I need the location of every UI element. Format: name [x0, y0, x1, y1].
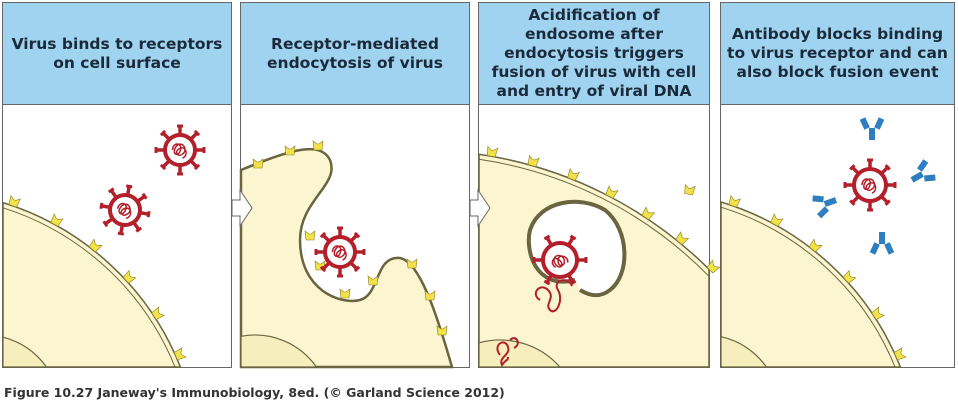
receptor-icon — [312, 140, 324, 151]
virus-icon — [843, 158, 897, 212]
antibody-icon — [812, 195, 838, 219]
receptor-icon — [424, 290, 436, 301]
viral-dna — [534, 279, 573, 313]
panel-4-title: Antibody blocks binding to virus recepto… — [721, 3, 954, 105]
receptor-icon — [8, 194, 21, 208]
virus-icon — [532, 234, 588, 286]
nucleus — [478, 339, 562, 368]
panel-1: Virus binds to receptors on cell surface — [2, 2, 232, 368]
viral-dna — [496, 337, 519, 367]
cell — [720, 200, 902, 368]
receptor-icon — [871, 306, 885, 320]
panel-1-drawing — [2, 124, 206, 368]
antibody-icon — [869, 232, 895, 255]
receptor-icon — [367, 275, 379, 286]
arrow-icon — [231, 188, 253, 228]
receptor-icon — [304, 230, 316, 241]
title-text: Receptor-mediated endocytosis of virus — [267, 34, 443, 72]
nucleus — [2, 336, 48, 368]
receptor-icon — [122, 269, 137, 284]
receptor-icon — [842, 269, 857, 284]
receptor-icon — [486, 145, 499, 158]
title-text: Antibody blocks binding to virus recepto… — [727, 25, 948, 81]
receptor-icon — [339, 288, 351, 299]
panel-2-drawing — [239, 140, 454, 369]
receptor-icon — [893, 347, 907, 361]
virus-icon — [99, 184, 151, 236]
receptor-icon — [728, 194, 741, 208]
receptor-icon — [675, 231, 690, 246]
nucleus — [240, 334, 318, 368]
panel-1-title: Virus binds to receptors on cell surface — [3, 3, 231, 105]
virus-icon — [314, 226, 366, 278]
receptor-icon — [641, 206, 656, 221]
cell-membrane-inner — [478, 158, 710, 277]
title-text: Virus binds to receptors on cell surface — [11, 34, 223, 72]
antibody-icon — [859, 117, 885, 140]
receptor-icon — [770, 213, 784, 227]
cell-membrane-inner — [720, 206, 896, 368]
receptor-icon — [252, 158, 264, 169]
antibody-icon — [910, 159, 936, 183]
panel-2-title: Receptor-mediated endocytosis of virus — [241, 3, 469, 105]
nucleus — [720, 335, 768, 368]
receptor-icon — [605, 185, 619, 199]
title-text: Acidification of endosome after endocyto… — [491, 6, 697, 100]
arrow-icon — [469, 188, 491, 228]
figure-caption: Figure 10.27 Janeway's Immunobiology, 8e… — [4, 385, 505, 400]
panel-3: Acidification of endosome after endocyto… — [478, 2, 710, 368]
diagram-drawing — [2, 117, 936, 369]
receptor-icon — [173, 347, 187, 361]
cell-membrane-inner — [2, 207, 176, 368]
receptor-icon — [151, 306, 165, 320]
panel-2: Receptor-mediated endocytosis of virus — [240, 2, 470, 368]
receptor-icon — [684, 183, 696, 196]
receptor-icon — [706, 259, 721, 274]
cell — [2, 201, 182, 368]
virus-icon — [154, 124, 206, 176]
receptor-icon — [567, 168, 580, 181]
panel-4: Antibody blocks binding to virus recepto… — [720, 2, 955, 368]
panel-3-title: Acidification of endosome after endocyto… — [479, 3, 709, 105]
receptor-icon — [406, 258, 418, 269]
receptor-icon — [527, 154, 540, 168]
receptor-icon — [50, 213, 64, 227]
panel-4-drawing — [684, 117, 936, 368]
receptor-icon — [88, 238, 103, 253]
panel-3-drawing — [478, 145, 721, 368]
receptor-icon — [808, 238, 823, 253]
cell-invaginating — [239, 147, 454, 369]
receptor-icon — [436, 325, 448, 336]
receptor-icon — [284, 145, 296, 156]
